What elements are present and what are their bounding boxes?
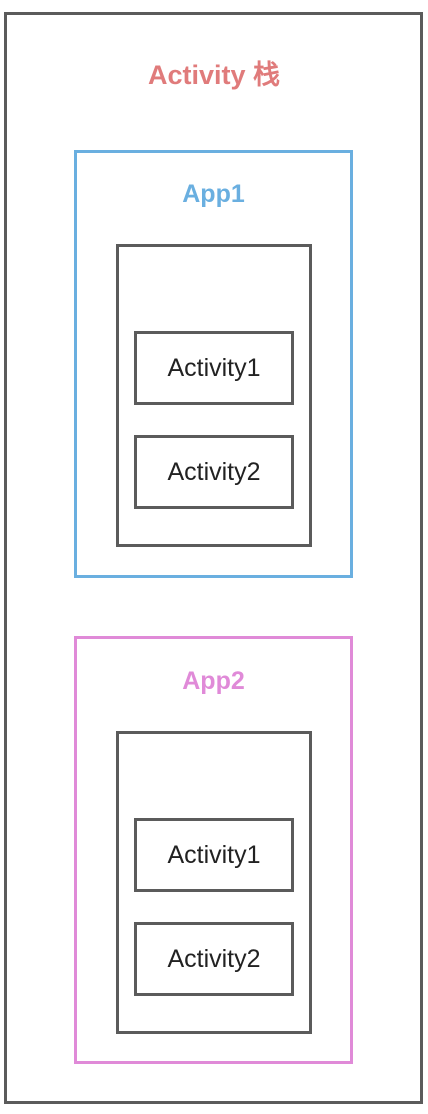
diagram-title: Activity 栈 <box>147 60 281 90</box>
app1-group <box>74 150 353 578</box>
app1-task-box <box>116 244 312 547</box>
app2-activity2-box: Activity2 <box>134 922 294 996</box>
app2-group <box>74 636 353 1064</box>
app1-label: App1 <box>182 180 245 208</box>
app2-activity1-box: Activity1 <box>134 818 294 892</box>
app1-activity1-box: Activity1 <box>134 331 294 405</box>
app2-label: App2 <box>182 667 245 695</box>
activity-stack-container <box>4 12 423 1104</box>
app2-task-box <box>116 731 312 1034</box>
app1-activity2-box: Activity2 <box>134 435 294 509</box>
